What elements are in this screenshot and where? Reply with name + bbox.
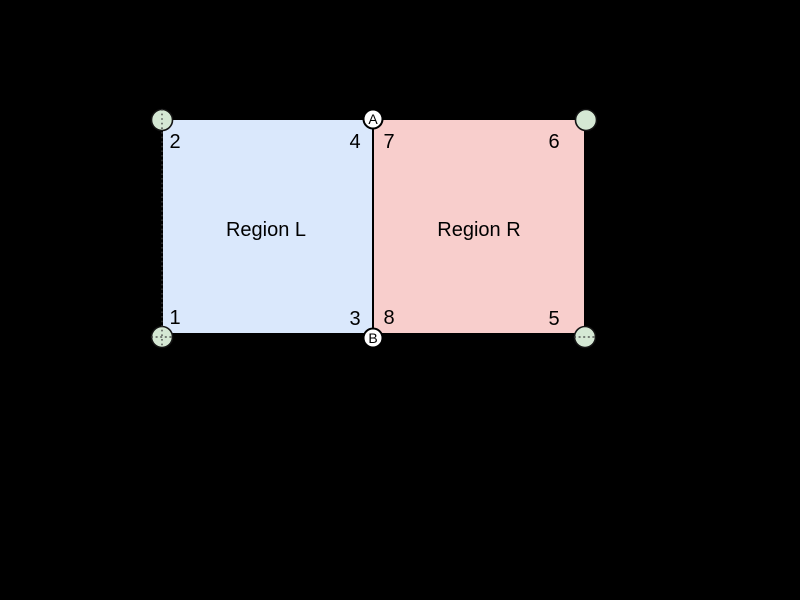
- corner-label-1: 1: [169, 307, 180, 329]
- corner-label-5: 5: [548, 308, 559, 330]
- corner-label-6: 6: [548, 131, 559, 153]
- region-l-shape[interactable]: [163, 120, 373, 333]
- corner-label-3: 3: [349, 308, 360, 330]
- vertex-b-label: B: [368, 330, 377, 346]
- region-r-label: Region R: [437, 219, 520, 241]
- corner-label-7: 7: [383, 131, 394, 153]
- region-l-label: Region L: [226, 219, 306, 241]
- corner-label-4: 4: [349, 131, 360, 153]
- handle-top-right[interactable]: [574, 108, 598, 132]
- vertex-a-label: A: [368, 111, 378, 127]
- region-r-shape[interactable]: [373, 120, 584, 333]
- vertex-b-badge[interactable]: [362, 327, 384, 349]
- handle-top-left[interactable]: [150, 108, 174, 132]
- corner-label-2: 2: [169, 131, 180, 153]
- corner-label-8: 8: [383, 307, 394, 329]
- vertex-a-badge[interactable]: [362, 108, 384, 130]
